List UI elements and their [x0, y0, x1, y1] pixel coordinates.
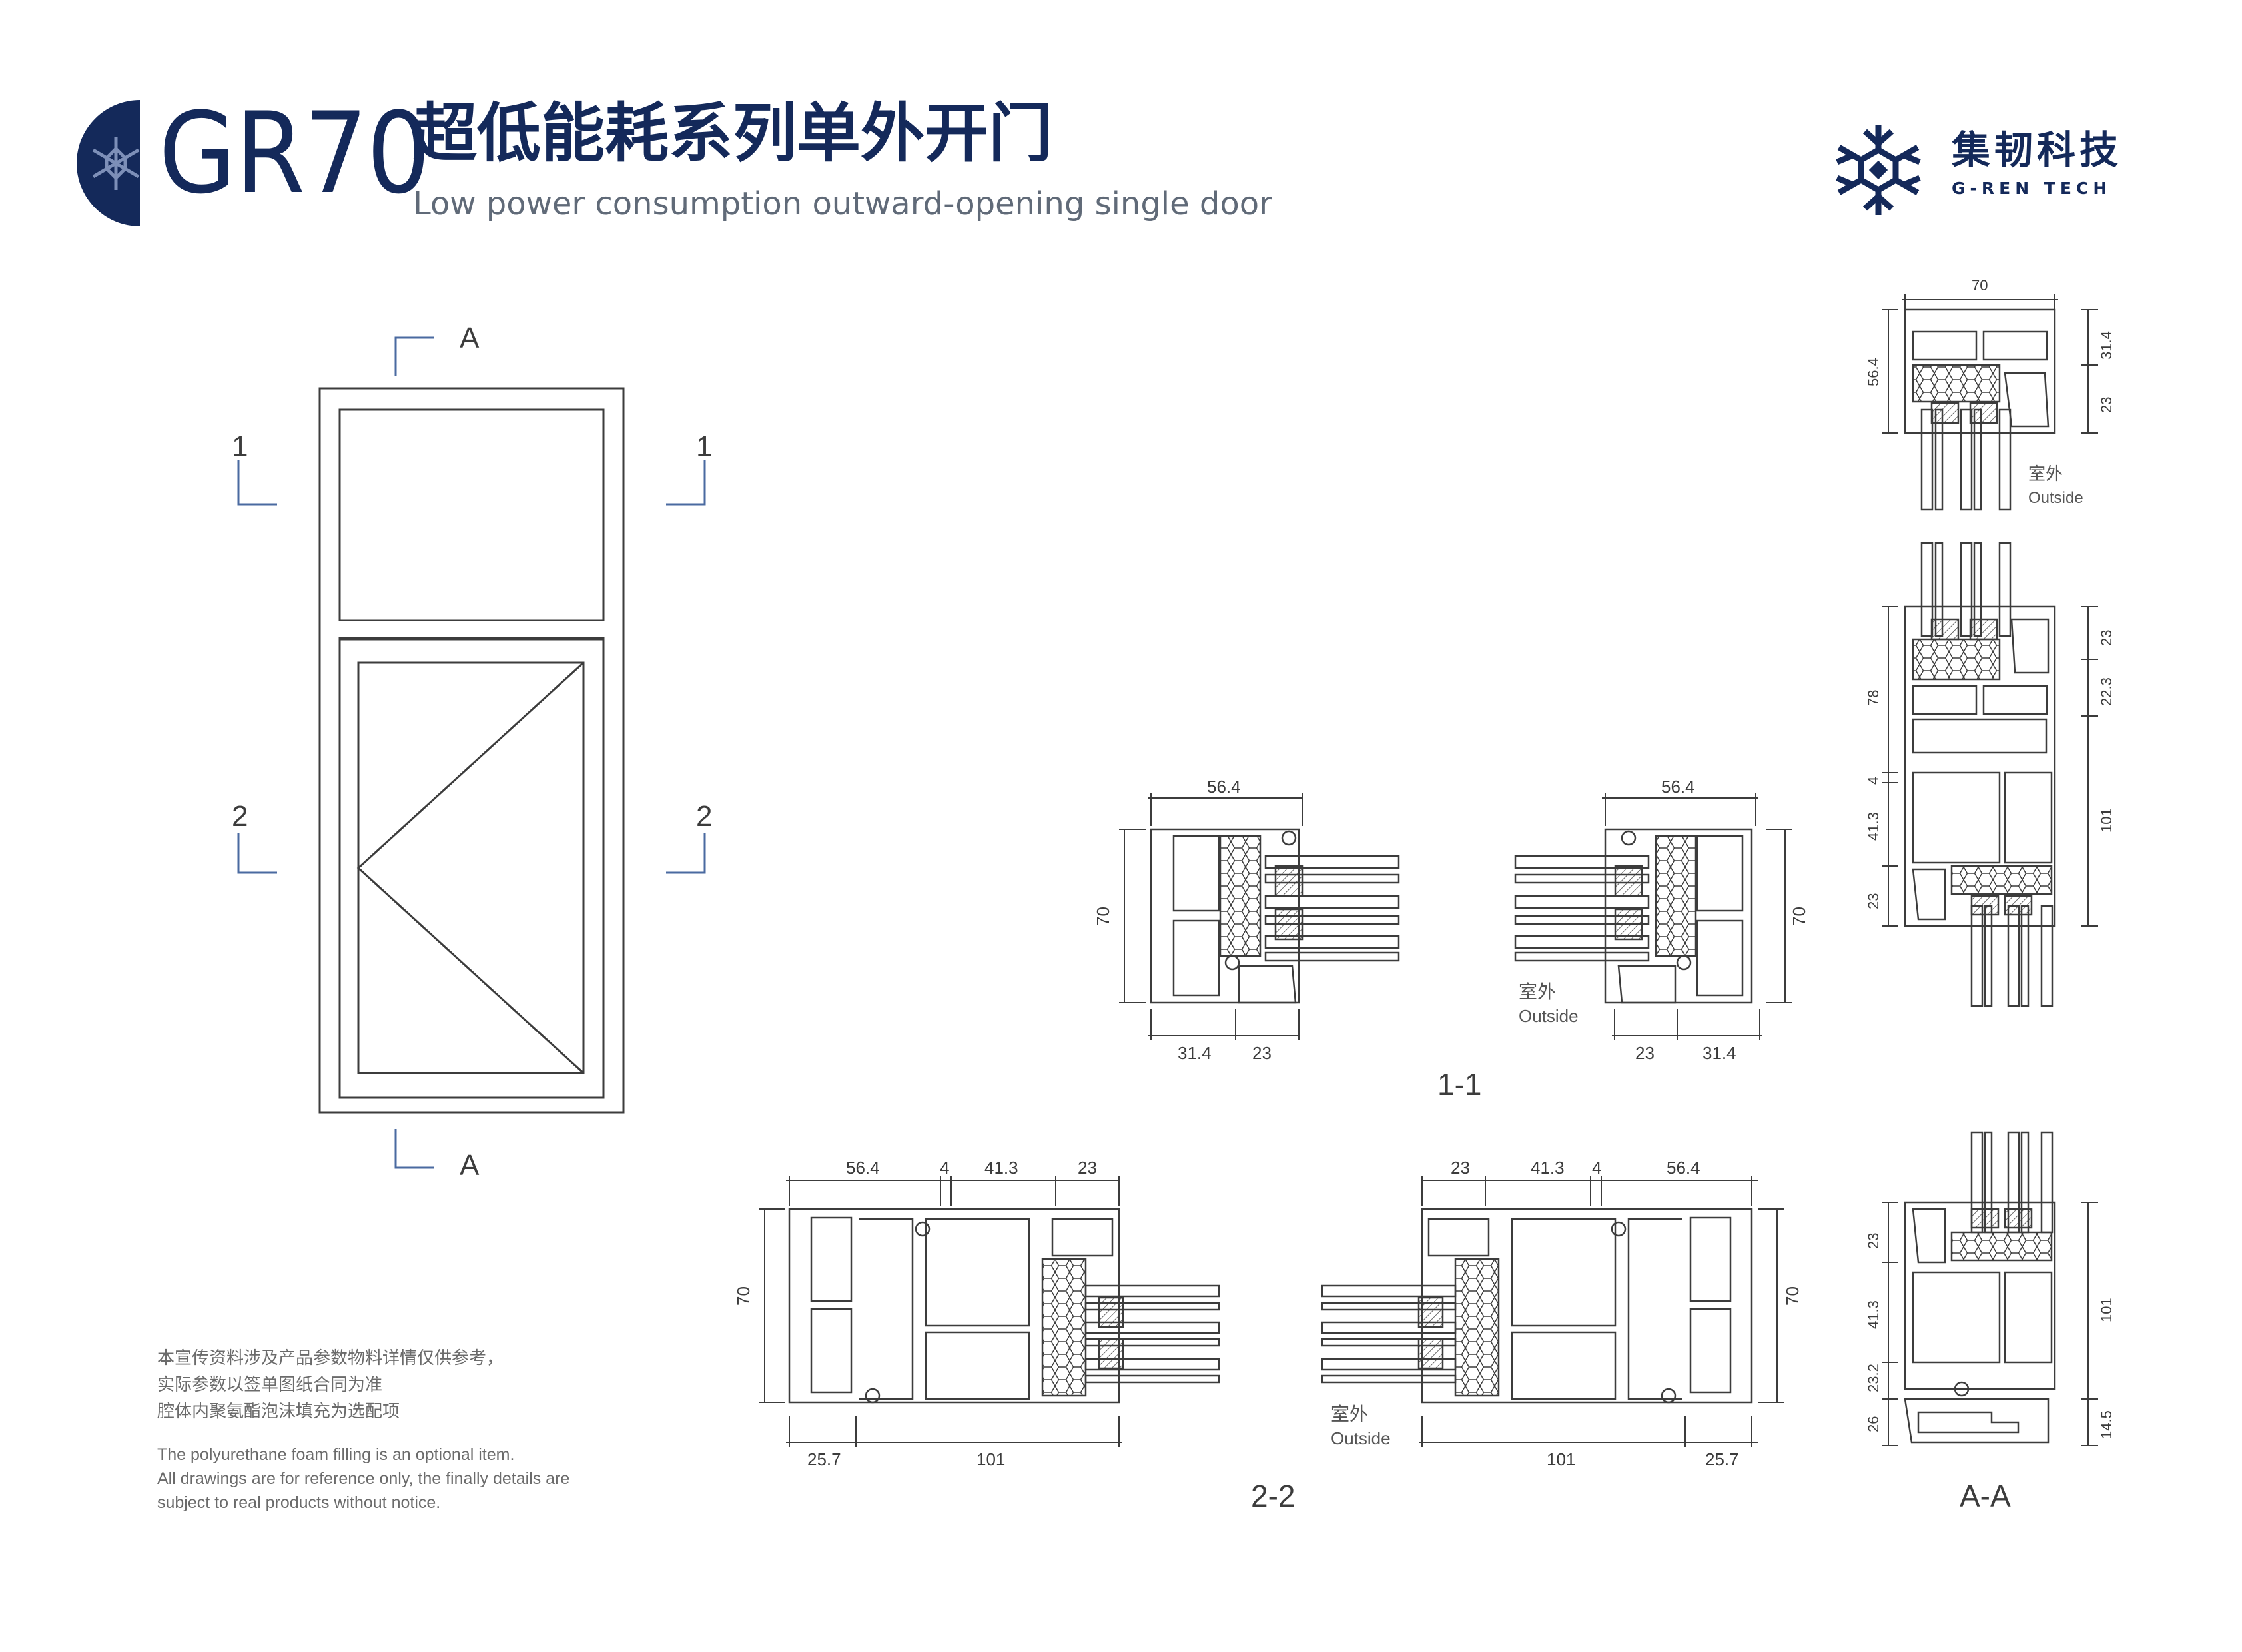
- section-a-a-caption: A-A: [1960, 1479, 2011, 1513]
- section-1-1: 56.4 70 31.4 23 56.4 70 23 31.4 室外 Outsi…: [1093, 777, 1809, 1102]
- door-glass: [357, 661, 585, 1074]
- dim-2-2-right-top-1: 23: [1451, 1158, 1470, 1178]
- marker-a-top: A: [460, 322, 480, 354]
- door-elevation: A A 1 1 2 2: [232, 322, 712, 1182]
- dim-aa-mid-left-c: 41.3: [1865, 812, 1882, 841]
- section-2-2-caption: 2-2: [1251, 1479, 1295, 1513]
- outside-label-2-2-en: Outside: [1331, 1428, 1391, 1448]
- note-cn-line1: 本宣传资料涉及产品参数物料详情仅供参考，: [157, 1348, 504, 1368]
- brand-name-en: G-REN TECH: [1952, 179, 2112, 198]
- marker-1-left: 1: [232, 430, 248, 463]
- outside-label-1-1-en: Outside: [1519, 1006, 1579, 1026]
- door-leaf: [338, 637, 605, 1099]
- dim-1-1-right-top: 56.4: [1661, 777, 1695, 797]
- dim-2-2-left-height: 70: [733, 1286, 753, 1306]
- dim-aa-mid-right-b: 22.3: [2098, 677, 2115, 706]
- note-en-line3: subject to real products without notice.: [157, 1493, 441, 1512]
- note-en-line1: The polyurethane foam filling is an opti…: [157, 1446, 515, 1464]
- outside-label-2-2-cn: 室外: [1331, 1404, 1368, 1424]
- dim-aa-bot-left-c: 23.2: [1865, 1364, 1882, 1392]
- outside-label-aa-cn: 室外: [2028, 464, 2063, 484]
- dim-1-1-right-height: 70: [1789, 907, 1809, 926]
- section-1-1-caption: 1-1: [1437, 1067, 1481, 1102]
- page-title-en: Low power consumption outward-opening si…: [413, 185, 1272, 222]
- dim-aa-bot-right-a: 101: [2098, 1298, 2115, 1322]
- header-badge: [77, 100, 140, 226]
- brand-name-cn: 集韧科技: [1952, 127, 2123, 173]
- dim-2-2-left-bottom-2: 101: [976, 1449, 1005, 1469]
- dim-aa-top-left: 56.4: [1865, 358, 1882, 386]
- brand-logo-icon: [1836, 125, 1921, 215]
- dim-aa-bot-left-a: 23: [1865, 1233, 1882, 1249]
- section-a-a: 70 56.4 31.4 23 室外 Outside 78 4 41.3 23 …: [1865, 277, 2115, 1513]
- section-markers: [237, 336, 706, 1169]
- page-title-cn: 超低能耗系列单外开门: [413, 96, 1052, 171]
- door-outer-frame: [318, 387, 625, 1114]
- dim-1-1-left-bottom-b: 23: [1252, 1043, 1272, 1063]
- dim-1-1-left-bottom-a: 31.4: [1178, 1043, 1212, 1063]
- dim-1-1-left-top: 56.4: [1207, 777, 1241, 797]
- note-cn-line3: 腔体内聚氨酯泡沫填充为选配项: [157, 1402, 400, 1422]
- dim-aa-bot-left-d: 26: [1865, 1416, 1882, 1432]
- note-en-line2: All drawings are for reference only, the…: [157, 1469, 570, 1488]
- dim-2-2-right-top-2: 41.3: [1531, 1158, 1565, 1178]
- transom-panel: [338, 408, 605, 621]
- dim-1-1-left-height: 70: [1093, 907, 1113, 926]
- dim-1-1-right-bottom-b: 31.4: [1702, 1043, 1736, 1063]
- outside-label-aa-en: Outside: [2028, 489, 2083, 507]
- dim-2-2-left-bottom-1: 25.7: [807, 1449, 841, 1469]
- marker-a-bottom: A: [460, 1149, 480, 1182]
- section-2-2: 56.4 4 41.3 23 70 25.7 101 23 41.3 4 56.…: [733, 1158, 1802, 1513]
- dim-aa-mid-left-b: 4: [1865, 777, 1882, 785]
- logo-mark-icon: [92, 137, 140, 190]
- dim-2-2-left-top-4: 23: [1078, 1158, 1097, 1178]
- model-name: GR70: [159, 88, 430, 218]
- dim-aa-bot-left-b: 41.3: [1865, 1300, 1882, 1329]
- opening-indicator: [356, 661, 585, 1074]
- marker-2-left: 2: [232, 800, 248, 833]
- dim-aa-mid-right-c: 101: [2098, 808, 2115, 833]
- dim-1-1-right-bottom-a: 23: [1635, 1043, 1655, 1063]
- dim-2-2-right-bottom-1: 101: [1547, 1449, 1575, 1469]
- dim-2-2-right-top-3: 4: [1592, 1158, 1601, 1178]
- dim-aa-mid-left-a: 78: [1865, 690, 1882, 706]
- dim-2-2-right-height: 70: [1782, 1286, 1802, 1306]
- dim-aa-top-right-b: 23: [2098, 397, 2115, 413]
- dim-aa-mid-left-d: 23: [1865, 893, 1882, 909]
- outside-label-1-1-cn: 室外: [1519, 981, 1556, 1002]
- dim-2-2-right-bottom-2: 25.7: [1705, 1449, 1739, 1469]
- dim-2-2-left-top-1: 56.4: [846, 1158, 880, 1178]
- dim-aa-mid-right-a: 23: [2098, 630, 2115, 646]
- dim-2-2-left-top-2: 4: [940, 1158, 949, 1178]
- note-cn-line2: 实际参数以签单图纸合同为准: [157, 1375, 383, 1395]
- dim-aa-top-width: 70: [1972, 277, 1988, 294]
- marker-1-right: 1: [696, 430, 712, 463]
- dim-2-2-left-top-3: 41.3: [984, 1158, 1018, 1178]
- dim-aa-top-right-a: 31.4: [2098, 331, 2115, 360]
- dim-2-2-right-top-4: 56.4: [1667, 1158, 1700, 1178]
- marker-2-right: 2: [696, 800, 712, 833]
- dim-aa-bot-right-b: 14.5: [2098, 1410, 2115, 1439]
